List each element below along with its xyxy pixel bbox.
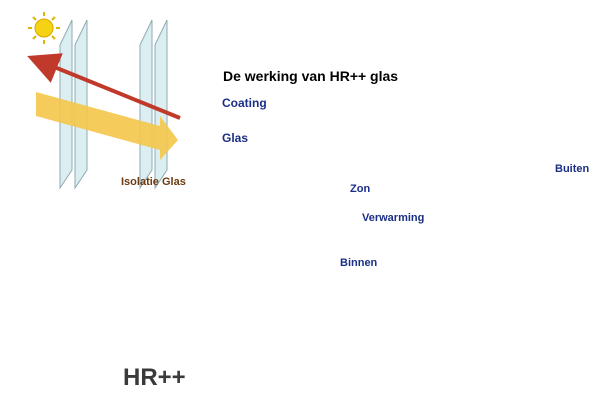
heat-arrow [27, 53, 181, 120]
solar-arrow [36, 92, 178, 160]
zon-label: Zon [350, 183, 371, 195]
binnen-label: Binnen [340, 257, 378, 269]
coating-label: Coating [222, 96, 267, 110]
diagram-title: De werking van HR++ glas [223, 68, 399, 84]
glas-label: Glas [222, 131, 249, 145]
verwarming-label: Verwarming [362, 212, 425, 224]
sun-icon [28, 12, 60, 44]
glass-pane [74, 19, 88, 190]
isolatie-glas-panel [27, 12, 181, 190]
buiten-label: Buiten [555, 163, 590, 175]
hr-glas-caption: HR++ [123, 364, 186, 391]
glass-pane [154, 19, 168, 190]
isolatie-glas-caption: Isolatie Glas [121, 176, 186, 188]
